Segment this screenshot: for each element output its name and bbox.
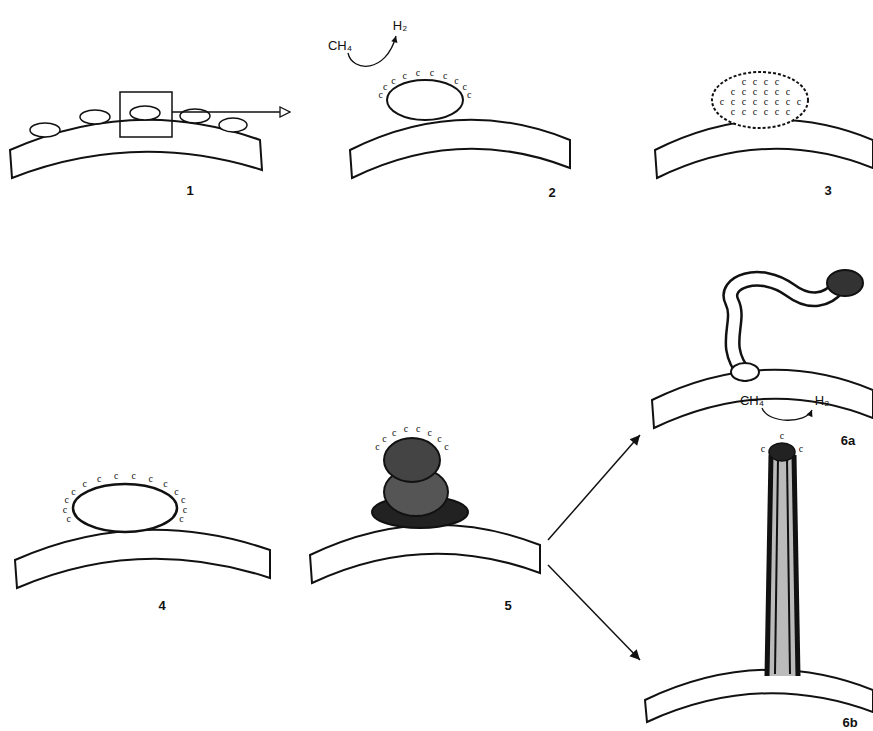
- carbon-atom: c: [392, 428, 396, 438]
- carbon-atom: c: [731, 87, 735, 97]
- carbon-atom: c: [742, 77, 746, 87]
- substrate: [645, 670, 873, 722]
- gas-label: CH₄: [740, 394, 764, 407]
- substrate: [15, 530, 270, 588]
- carbon-atom: c: [132, 471, 136, 481]
- carbon-atom: c: [780, 431, 784, 441]
- carbon-atom: c: [174, 487, 178, 497]
- carbon-atom: c: [375, 442, 379, 452]
- catalyst-particle: [827, 270, 863, 296]
- carbon-atom: c: [65, 495, 69, 505]
- carbon-atom: c: [753, 87, 757, 97]
- catalyst-particle: [769, 443, 795, 461]
- carbon-atom: c: [753, 77, 757, 87]
- nanotube-wall: [775, 458, 778, 674]
- carbon-atom: c: [742, 107, 746, 117]
- carbon-atom: c: [764, 87, 768, 97]
- carbon-atom: c: [797, 97, 801, 107]
- catalyst-particle: [384, 438, 440, 482]
- carbon-atom: c: [753, 107, 757, 117]
- carbon-atom: c: [148, 474, 152, 484]
- carbon-atom: c: [775, 77, 779, 87]
- nanotube-wall: [787, 458, 790, 674]
- carbon-atom: c: [416, 68, 420, 78]
- panel-number: 6a: [841, 434, 855, 447]
- panel-number: 5: [504, 599, 511, 612]
- catalyst-particle: [219, 118, 247, 132]
- carbon-atom: c: [71, 487, 75, 497]
- carbon-atom: c: [764, 97, 768, 107]
- carbon-atom: c: [82, 479, 86, 489]
- carbon-atom: c: [742, 97, 746, 107]
- tangled-tube: [730, 279, 838, 374]
- nanotube-wall: [767, 455, 771, 676]
- carbon-atom: c: [416, 424, 420, 434]
- carbon-atom: c: [403, 71, 407, 81]
- zoom-arrow: [172, 111, 290, 112]
- substrate: [652, 370, 873, 428]
- carbon-atom: c: [764, 107, 768, 117]
- carbon-atom: c: [742, 87, 746, 97]
- panel-number: 1: [186, 184, 193, 197]
- catalyst-particle: [30, 123, 60, 137]
- pathway-arrow: [548, 435, 640, 540]
- carbon-atom: c: [761, 444, 765, 454]
- carbon-atom: c: [775, 87, 779, 97]
- carbon-atom: c: [430, 68, 434, 78]
- carbon-atom: c: [437, 434, 441, 444]
- carbon-atom: c: [404, 424, 408, 434]
- carbon-atom: c: [383, 82, 387, 92]
- substrate: [350, 120, 570, 178]
- carbon-atom: c: [720, 97, 724, 107]
- saturated-particle: [712, 72, 808, 128]
- nanotube-wall: [794, 455, 798, 676]
- carbon-atom: c: [382, 434, 386, 444]
- gas-label: H₂: [393, 19, 407, 32]
- carbon-atom: c: [114, 471, 118, 481]
- panel-number: 3: [824, 184, 831, 197]
- gas-label: CH₄: [328, 39, 352, 52]
- gas-label: H₂: [815, 394, 829, 407]
- substrate: [310, 525, 540, 583]
- carbon-atom: c: [731, 107, 735, 117]
- pathway-arrow: [548, 565, 640, 660]
- tube-base: [731, 363, 759, 381]
- carbon-atom: c: [731, 97, 735, 107]
- carbon-atom: c: [786, 97, 790, 107]
- carbon-atom: c: [163, 479, 167, 489]
- carbon-atom: c: [463, 82, 467, 92]
- panel-number: 2: [548, 186, 555, 199]
- carbon-atom: c: [467, 90, 471, 100]
- catalyst-particle: [130, 106, 160, 120]
- catalyst-particle: [73, 484, 177, 532]
- carbon-atom: c: [443, 71, 447, 81]
- carbon-atom: c: [775, 107, 779, 117]
- carbon-atom: c: [391, 76, 395, 86]
- carbon-atom: c: [97, 474, 101, 484]
- reaction-arrow: [762, 408, 812, 420]
- catalyst-particle: [80, 110, 110, 124]
- carbon-atom: c: [775, 97, 779, 107]
- carbon-atom: c: [799, 444, 803, 454]
- carbon-atom: c: [428, 428, 432, 438]
- zoom-box: [120, 92, 172, 137]
- carbon-atom: c: [764, 77, 768, 87]
- carbon-atom: c: [454, 76, 458, 86]
- carbon-atom: c: [63, 505, 67, 515]
- carbon-atom: c: [786, 107, 790, 117]
- tangled-tube: [730, 279, 838, 374]
- panel-number: 6b: [842, 716, 857, 729]
- reaction-arrow: [348, 36, 396, 66]
- panel-number: 4: [158, 599, 165, 612]
- carbon-atom: c: [786, 87, 790, 97]
- catalyst-particle: [387, 80, 463, 120]
- carbon-atom: c: [66, 514, 70, 524]
- carbon-atom: c: [444, 442, 448, 452]
- carbon-atom: c: [179, 514, 183, 524]
- catalyst-particle: [180, 109, 210, 123]
- carbon-atom: c: [753, 97, 757, 107]
- nanotube: [766, 455, 799, 676]
- carbon-atom: c: [378, 90, 382, 100]
